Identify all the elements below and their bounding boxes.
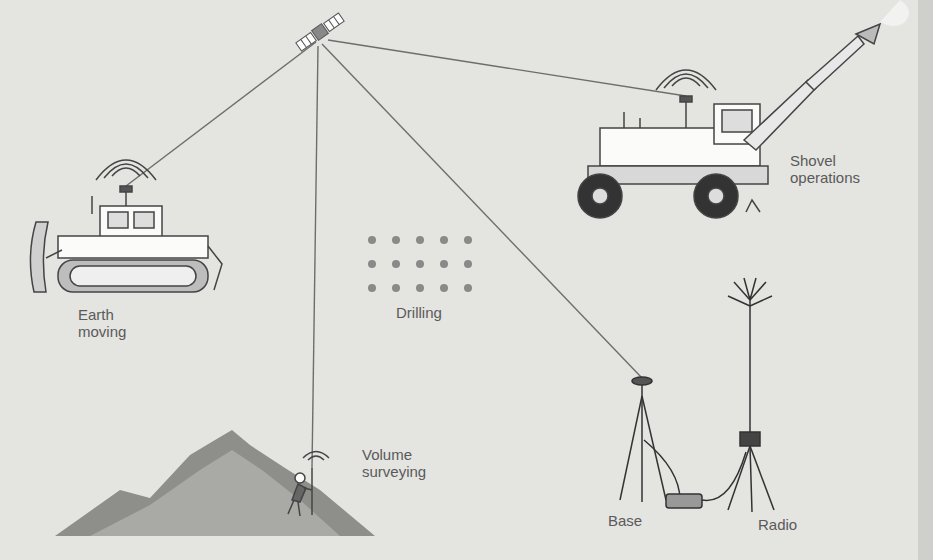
track [58,260,208,292]
surveyor-body [292,484,306,502]
antenna-head [680,96,692,102]
gps-antenna [632,377,652,385]
drill-hole [392,260,400,268]
blade [30,222,48,292]
cloud [880,0,909,26]
excavator [578,24,880,218]
drill-hole [368,260,376,268]
cab-window [722,110,752,132]
wheel [694,174,738,218]
panel-line [329,20,335,28]
cab-window [134,212,154,228]
cable [644,440,700,500]
panel-line [301,39,307,47]
panel-line [306,36,312,44]
drill-hole [416,284,424,292]
drill-hole [392,236,400,244]
antenna-element [750,282,766,300]
tripod-leg [728,446,750,510]
surveyor-leg [298,502,300,516]
surveyor-arm [304,488,312,490]
drill-hole [368,284,376,292]
solar-panel [296,32,316,51]
signal-line [322,44,642,378]
drill-hole [464,260,472,268]
blade-arm [46,250,62,258]
pile-outline [55,430,375,536]
cab-window [108,212,128,228]
drill-hole [440,284,448,292]
radio-station [728,278,774,512]
label: Volume surveying [362,446,442,480]
surveyor-head [295,473,305,483]
drill-holes [368,236,472,292]
drill-hole [464,284,472,292]
engine-body [58,236,208,258]
wheel [578,174,622,218]
hub [708,188,724,204]
signal-arc [656,70,716,90]
signal-line [312,46,318,468]
stick [806,36,864,90]
bulldozer [30,160,222,292]
radio-mast [749,296,751,446]
label: Shovel operations [790,152,876,186]
antenna-mount [641,385,643,396]
drill-hole [464,236,472,244]
tripod-leg [750,446,752,512]
outrigger [746,200,760,212]
radio-unit [740,432,760,446]
drill-hole [392,284,400,292]
tripod-leg [641,396,643,502]
antenna-element [750,296,772,306]
signal-lines [126,40,686,468]
signal-line [126,42,316,186]
signal-arc [112,168,140,176]
label: Radio [758,516,818,533]
drill-hole [368,236,376,244]
survey-pole [311,468,313,515]
receiver [666,494,702,508]
drill-hole [416,236,424,244]
stockpile [55,430,375,536]
drill-hole [440,236,448,244]
label: Drilling [396,304,486,321]
signal-arc [96,160,156,180]
boom [744,80,816,150]
pile-shade [90,450,340,536]
page-edge [918,0,933,560]
hub [592,188,608,204]
base-station [620,377,746,508]
signal-arc [672,78,700,86]
tripod-leg [750,446,774,510]
label: Earth moving [78,306,140,340]
solar-panel [324,13,344,32]
satellite [295,12,344,52]
antenna-element [728,296,750,306]
surveyor-leg [288,500,294,514]
antenna-head [120,186,132,192]
drill-hole [416,260,424,268]
label: Base [608,512,668,529]
signal-arc [303,452,329,459]
antenna-element [744,278,750,300]
signal-arc [308,456,324,460]
panel-line [334,16,340,24]
surveyor [288,452,329,517]
track-inner [70,266,196,286]
signal-line [328,40,686,96]
tripod-leg [620,396,642,500]
exhaust [91,196,93,214]
ripper [208,246,222,290]
bucket [856,24,880,44]
drill-hole [440,260,448,268]
